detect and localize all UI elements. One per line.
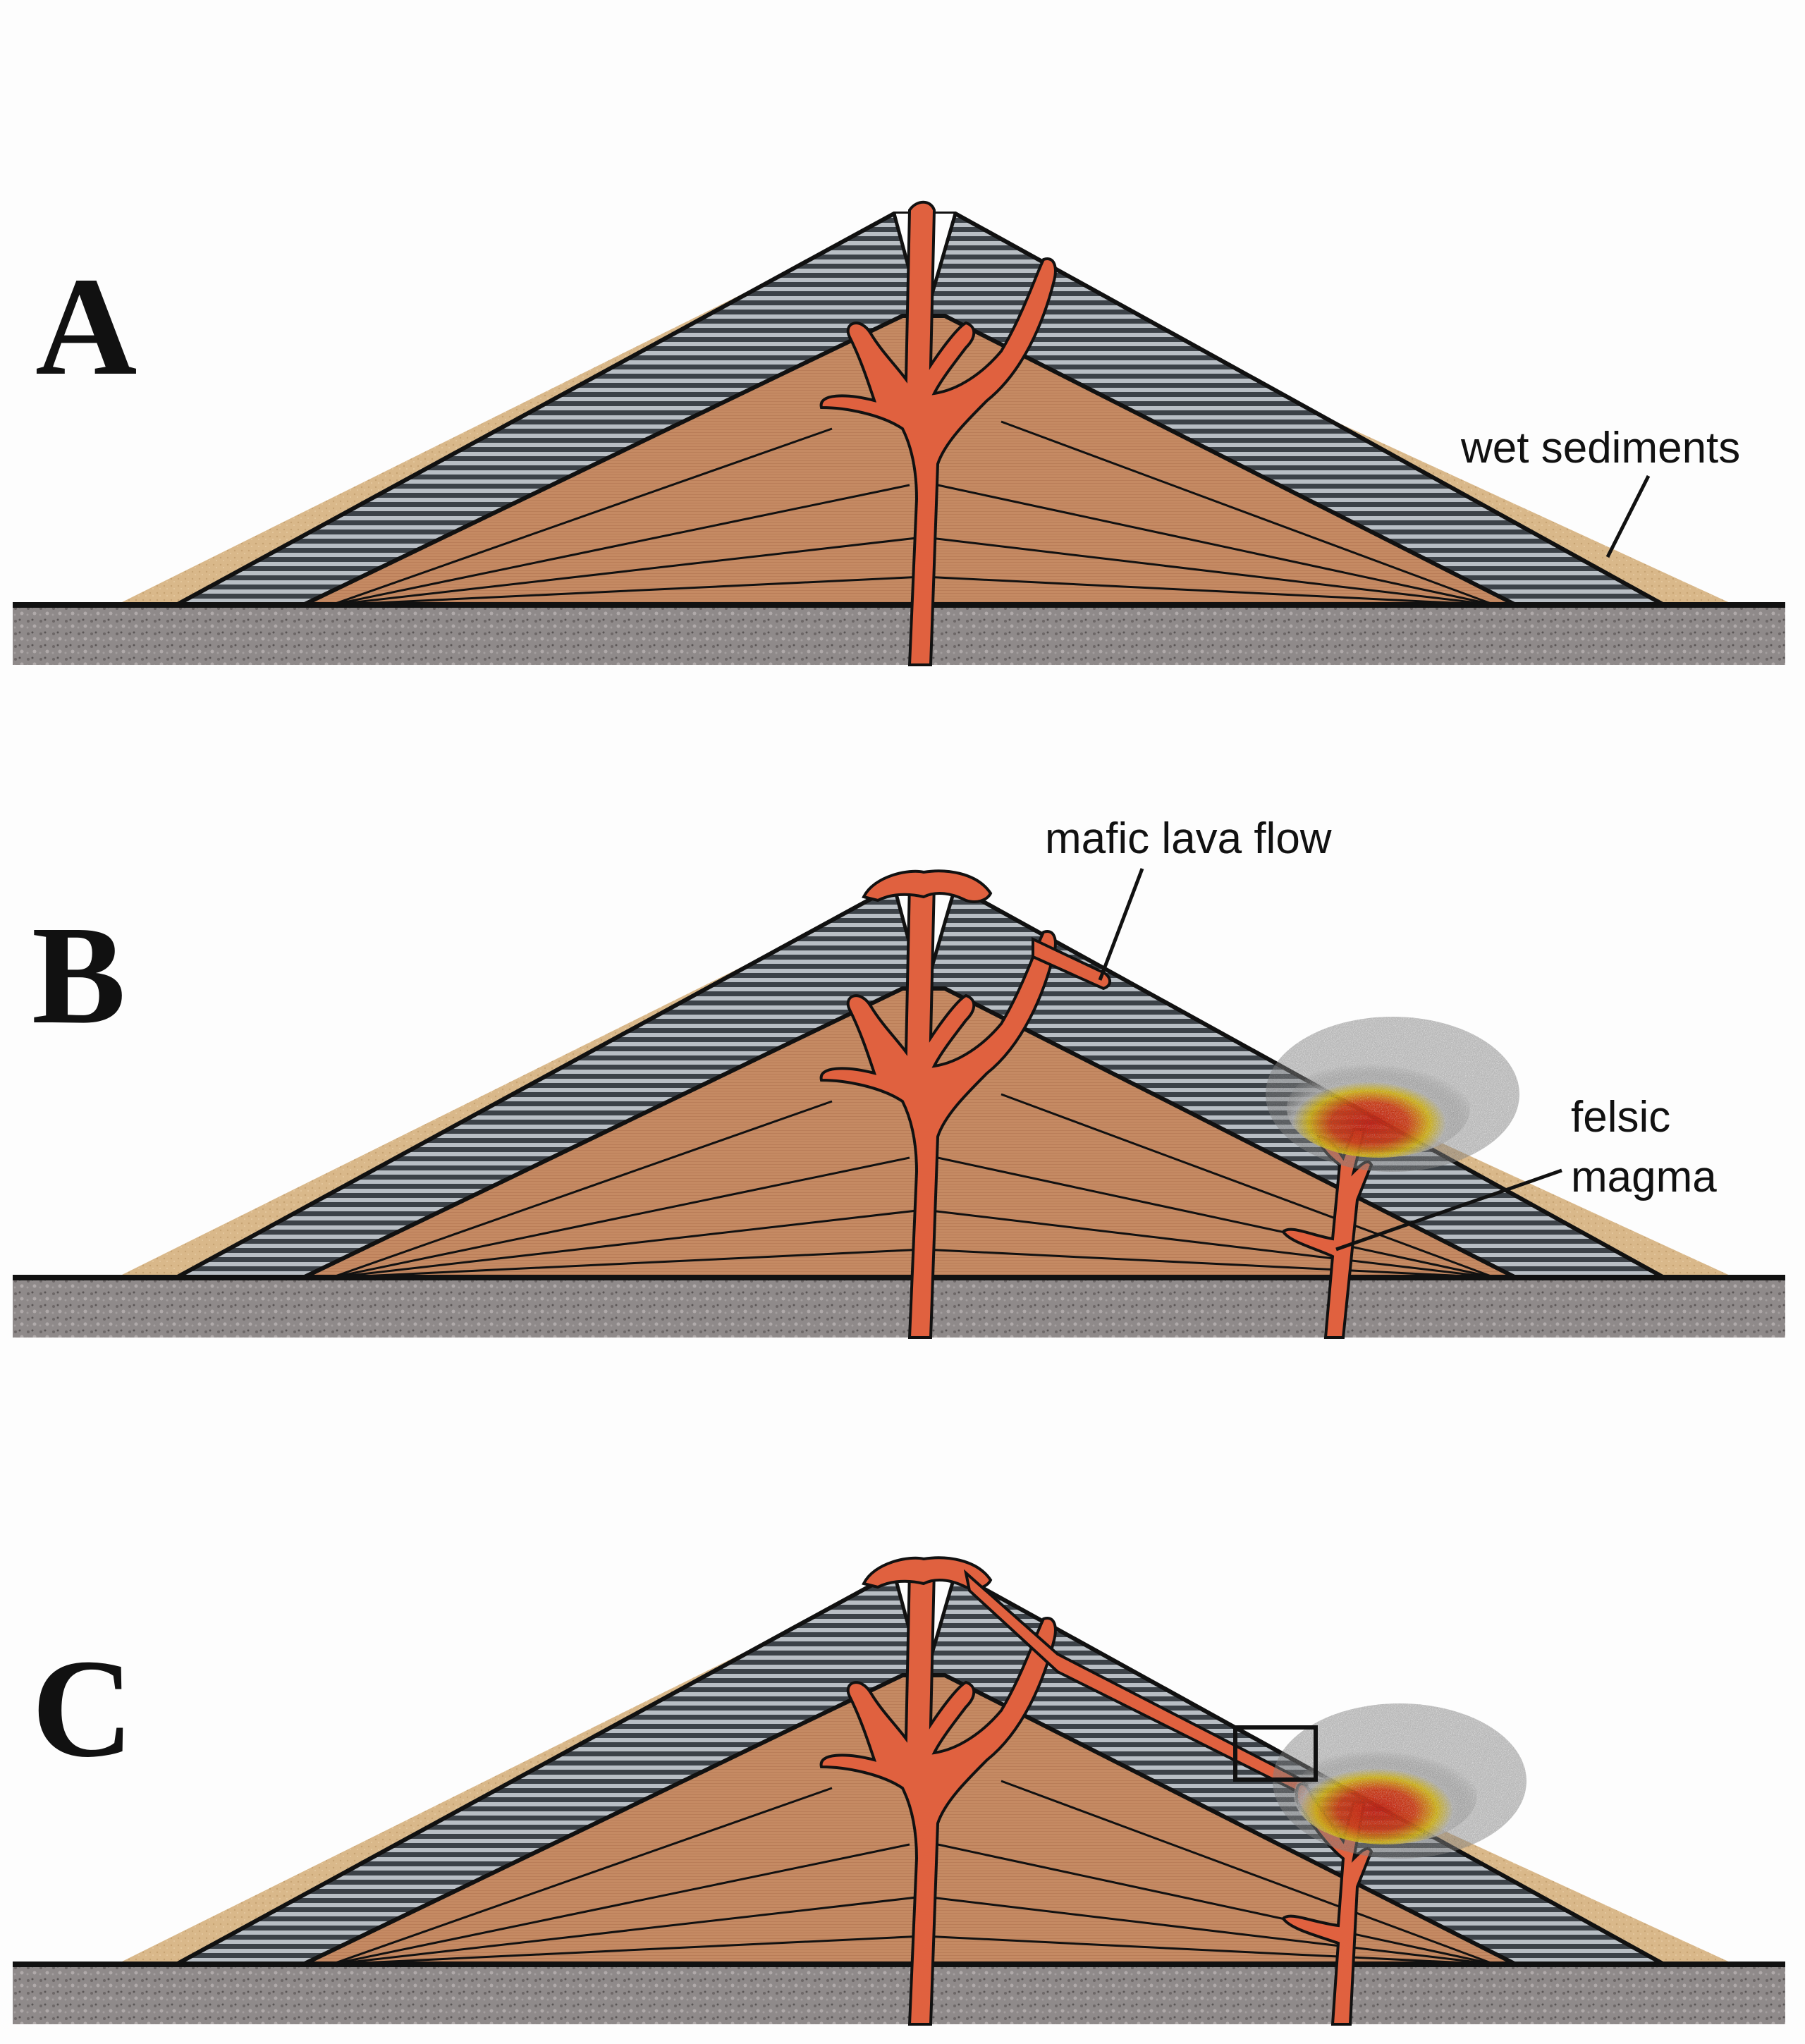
summit-lava-cap (862, 869, 993, 903)
panel-c-letter: C (32, 1631, 133, 1787)
wet-sediments-leader (1605, 475, 1651, 558)
felsic-magma-leader (1335, 1168, 1562, 1252)
magma-label: magma (1571, 1153, 1717, 1201)
mafic-lava-flow-leader (1098, 868, 1144, 981)
mafic-lava-flow-label: mafic lava flow (1045, 814, 1332, 863)
mafic-lava-flow (1032, 936, 1111, 991)
detail-box (1233, 1725, 1318, 1782)
panel-c (13, 1556, 1785, 2024)
felsic-label: felsic (1571, 1093, 1670, 1142)
panel-b-letter: B (32, 898, 126, 1053)
summit-lava-cap (862, 1556, 993, 1590)
wet-sediments-label: wet sediments (1460, 424, 1740, 472)
panel-b (13, 869, 1785, 1338)
panel-a-letter: A (35, 249, 137, 405)
